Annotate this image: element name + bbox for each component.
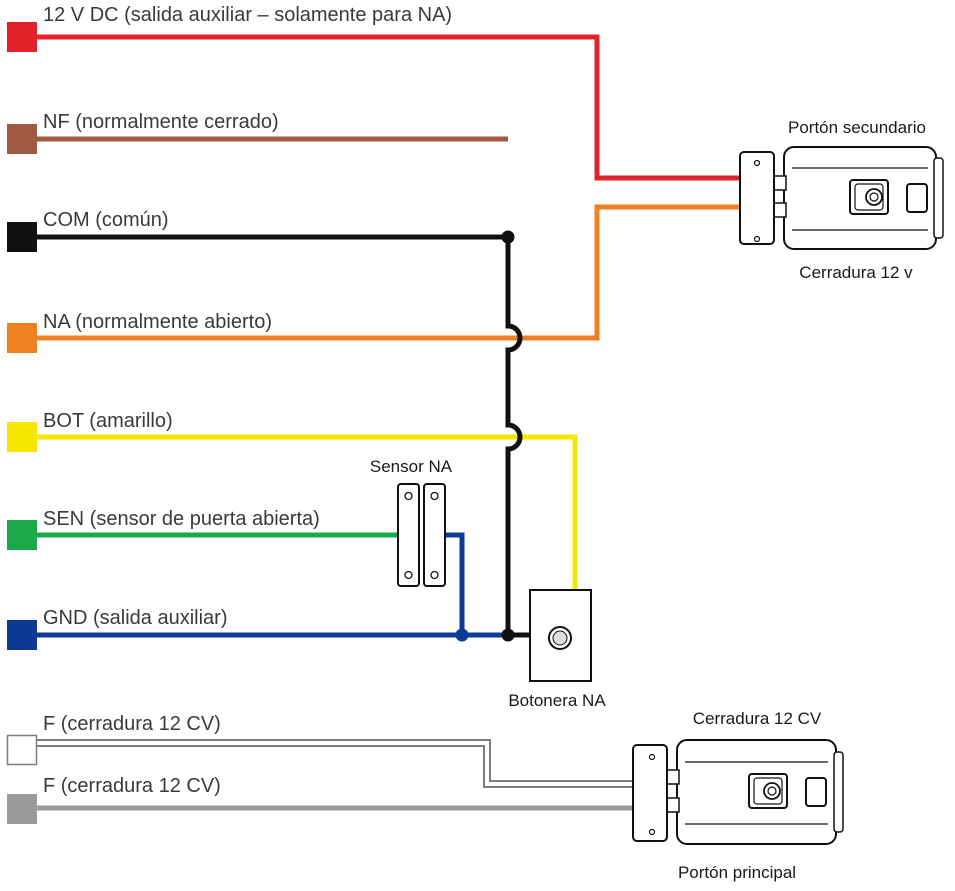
door-sensor	[397, 483, 446, 587]
wire-label-f1: F (cerradura 12 CV)	[43, 713, 221, 735]
junction-dot	[501, 230, 515, 244]
color-square-com	[7, 222, 37, 252]
color-square-bot	[7, 422, 37, 452]
lock-secondary-subtitle: Cerradura 12 v	[799, 263, 913, 282]
wire-na	[37, 204, 740, 341]
lock-secondary	[739, 146, 944, 250]
lock-main	[632, 739, 844, 845]
wire-label-nf: NF (normalmente cerrado)	[43, 111, 279, 133]
lock-main-subtitle: Portón principal	[678, 863, 796, 882]
button-label: Botonera NA	[508, 691, 606, 710]
color-square-f2	[7, 794, 37, 824]
junction-dot	[501, 628, 515, 642]
wire-label-12v: 12 V DC (salida auxiliar – solamente par…	[43, 4, 452, 26]
wire-label-na: NA (normalmente abierto)	[43, 311, 272, 333]
wire-com	[37, 234, 530, 638]
push-button	[529, 589, 592, 682]
sensor-label: Sensor NA	[370, 457, 453, 476]
wire-12v	[37, 34, 740, 181]
wire-sensor-return	[441, 532, 465, 635]
color-square-gnd	[7, 620, 37, 650]
color-square-sen	[7, 520, 37, 550]
color-square-nf	[7, 124, 37, 154]
color-square-na	[7, 323, 37, 353]
wire-bot	[37, 434, 578, 590]
junction-dot	[455, 628, 469, 642]
wire-label-com: COM (común)	[43, 209, 169, 231]
color-square-f1	[6, 734, 38, 766]
wire-label-bot: BOT (amarillo)	[43, 410, 173, 432]
lock-secondary-title: Portón secundario	[788, 118, 926, 137]
lock-main-title: Cerradura 12 CV	[693, 709, 822, 728]
color-square-12v	[7, 22, 37, 52]
wire-label-gnd: GND (salida auxiliar)	[43, 607, 228, 629]
wire-f1-core	[37, 741, 640, 786]
wire-label-f2: F (cerradura 12 CV)	[43, 775, 221, 797]
wire-label-sen: SEN (sensor de puerta abierta)	[43, 508, 320, 530]
